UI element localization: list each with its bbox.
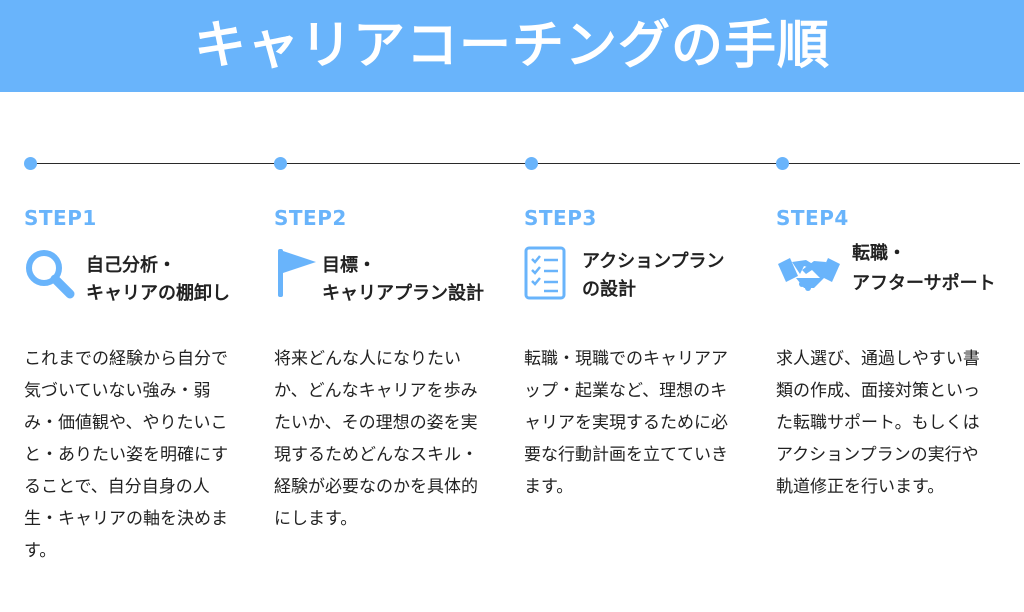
step2-title-line1: 目標・ xyxy=(322,255,376,276)
timeline-dot-step1 xyxy=(24,157,37,170)
step4-label: STEP4 xyxy=(776,206,849,230)
step2-label: STEP2 xyxy=(274,206,347,230)
timeline-dot-step2 xyxy=(274,157,287,170)
step3-label: STEP3 xyxy=(524,206,597,230)
checklist-icon xyxy=(522,246,570,302)
header-banner: キャリアコーチングの手順 xyxy=(0,0,1024,92)
step2-description: 将来どんな人になりたいか、どんなキャリアを歩みたいか、その理想の姿を実現するため… xyxy=(274,349,478,529)
step1-label: STEP1 xyxy=(24,206,97,230)
step1-description: これまでの経験から自分で気づいていない強み・弱み・価値観や、やりたいこと・ありた… xyxy=(24,349,229,561)
step3-title-line1: アクションプラン xyxy=(582,251,725,272)
handshake-icon xyxy=(776,252,842,296)
step2-title-line2: キャリアプラン設計 xyxy=(322,283,484,304)
step4-title-line2: アフターサポート xyxy=(852,273,996,294)
step4-description: 求人選び、通過しやすい書類の作成、面接対策といった転職サポート。もしくはアクショ… xyxy=(776,349,980,497)
step3-title-line2: の設計 xyxy=(582,279,636,300)
step3-description: 転職・現職でのキャリアアップ・起業など、理想のキャリアを実現するために必要な行動… xyxy=(524,349,728,497)
step1-title-line1: 自己分析・ xyxy=(86,255,176,276)
timeline-dot-step4 xyxy=(776,157,789,170)
magnifier-icon xyxy=(22,246,78,302)
page-title: キャリアコーチングの手順 xyxy=(193,16,830,76)
flag-icon xyxy=(272,246,320,302)
step1-title-line2: キャリアの棚卸し xyxy=(86,283,230,304)
step4-title-line1: 転職・ xyxy=(852,243,906,264)
timeline-dot-step3 xyxy=(525,157,538,170)
